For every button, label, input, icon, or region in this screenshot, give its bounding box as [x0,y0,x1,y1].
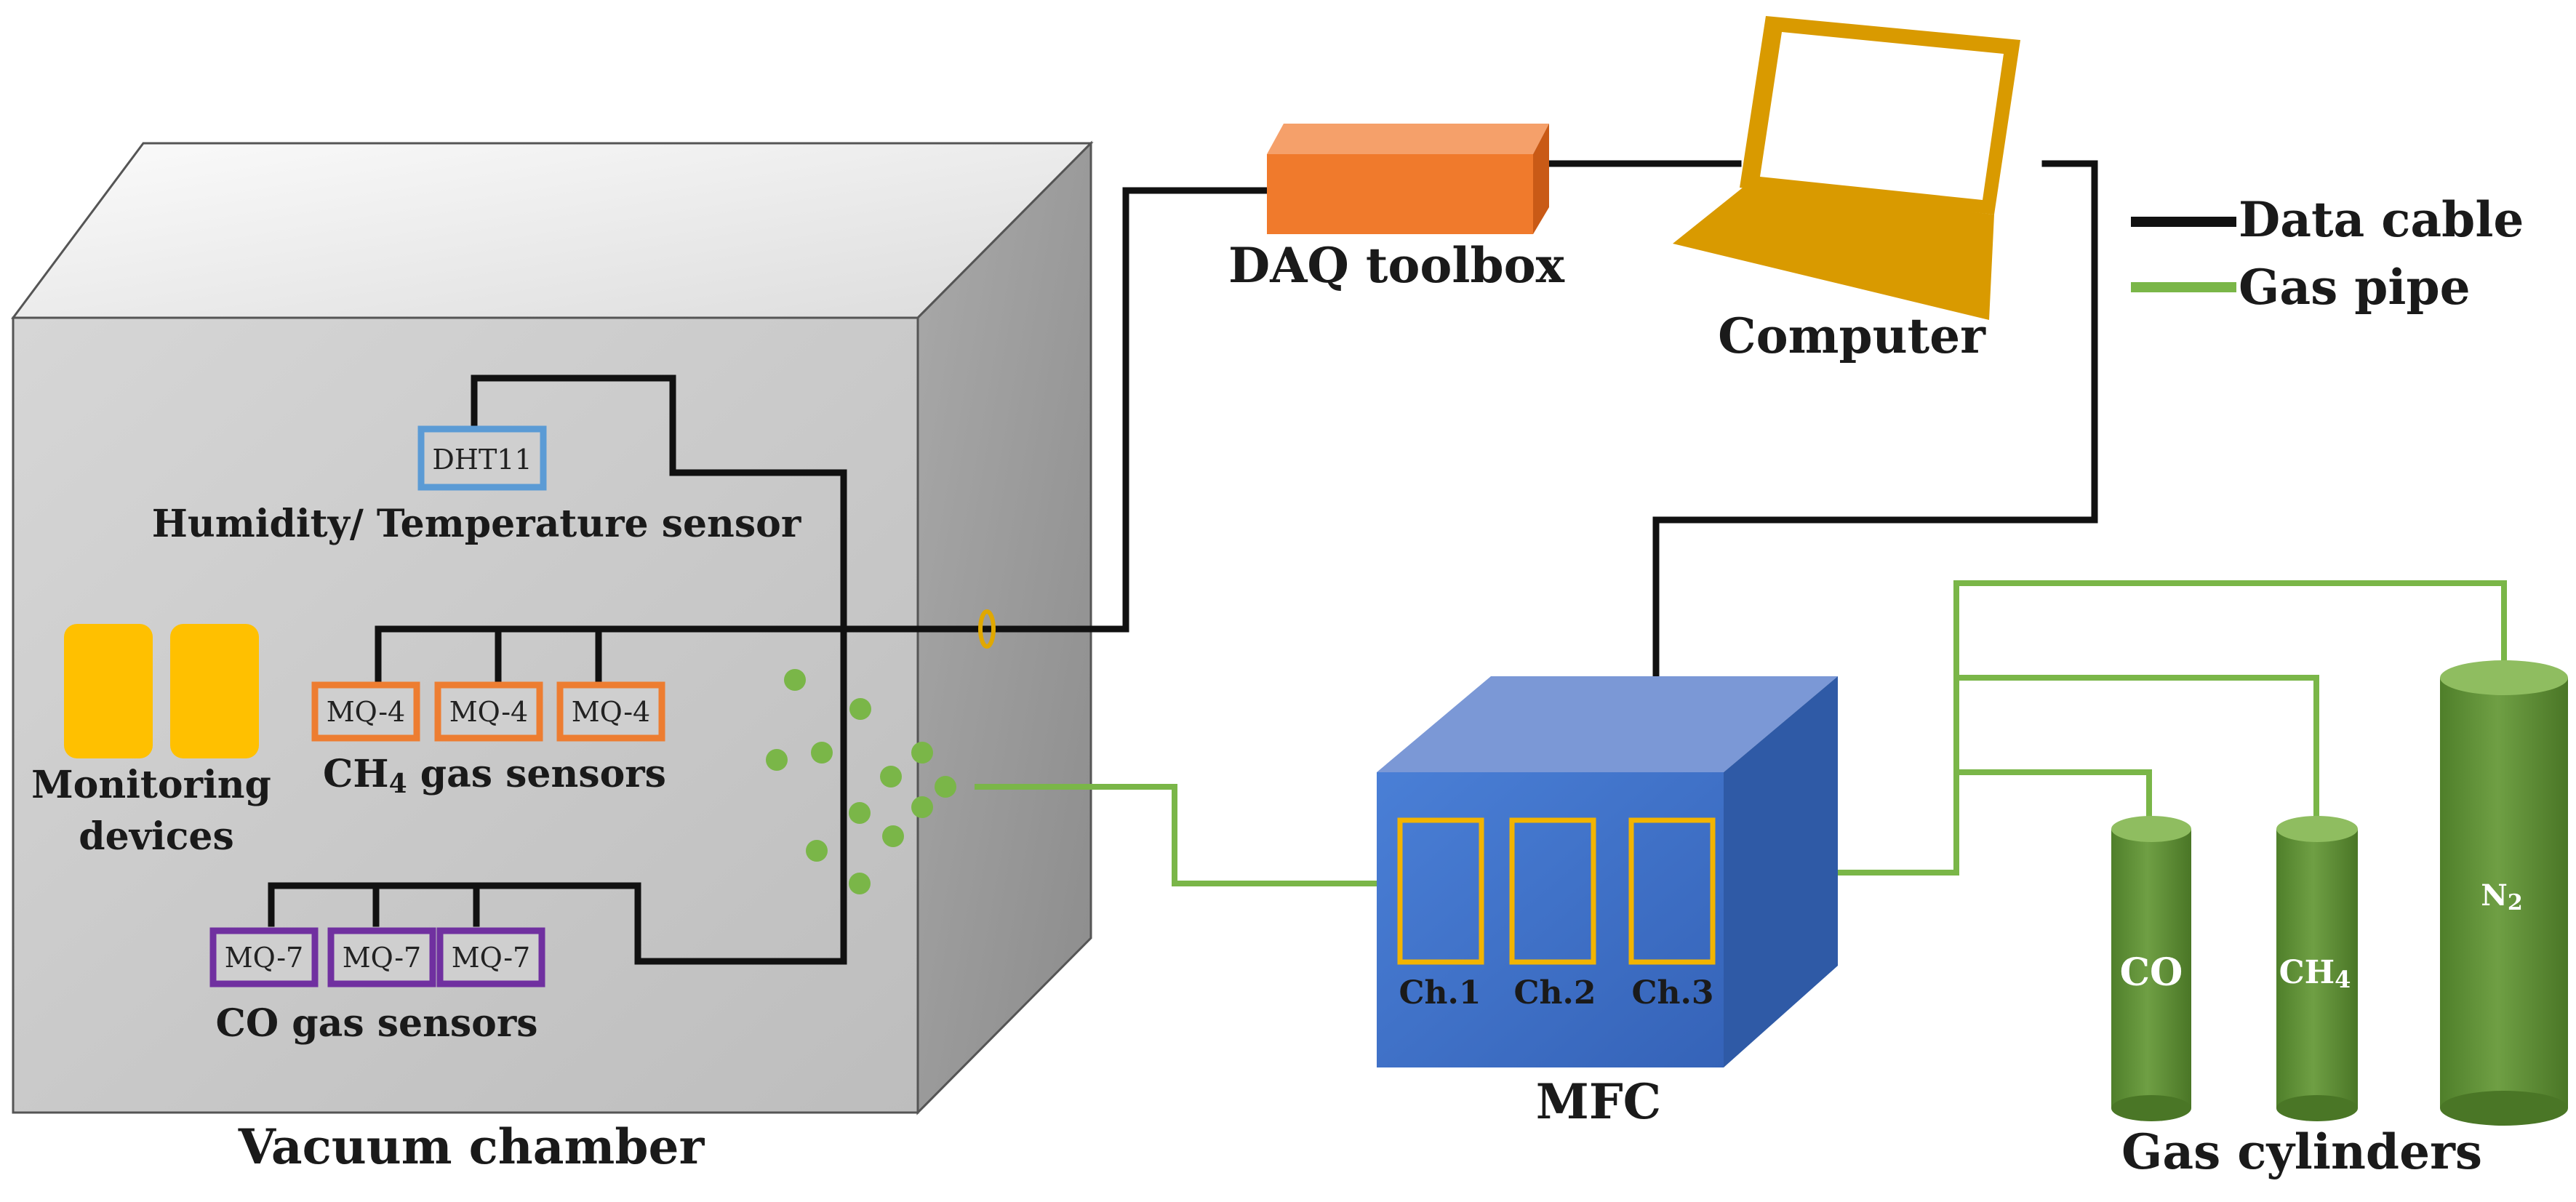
gas-cylinder-co: CO [2111,816,2191,1121]
dht11-cable [268,374,847,965]
ch4-sensors-label: CH4 gas sensors [323,752,666,799]
co-sensors-label: CO gas sensors [215,1001,537,1046]
daq-top-face [1267,124,1549,154]
mfc-unit: Ch.1 Ch.2 Ch.3 [1377,676,1838,1067]
mq4-sensor-group: MQ-4 MQ-4 MQ-4 [311,681,665,742]
dht11-label: DHT11 [432,444,532,476]
legend: Data cable Gas pipe [2131,191,2524,316]
svg-text:MQ-7: MQ-7 [452,942,530,974]
monitoring-device-1 [64,624,153,758]
mfc-channel-1-label: Ch.1 [1399,974,1481,1011]
humidity-temperature-label: Humidity/ Temperature sensor [152,502,801,546]
mq4-sensor-1: MQ-4 [311,681,420,742]
daq-front-face [1267,154,1533,234]
chamber-top-face [11,142,1094,319]
laptop-keyboard-base [1673,185,1994,320]
gas-cylinders-label: Gas cylinders [2121,1123,2482,1180]
mfc-front-face [1377,772,1724,1067]
mfc-channel-1-window [1397,817,1484,965]
mq4-sensor-2: MQ-4 [434,681,543,742]
computer-to-mfc-cable [1652,160,2098,680]
legend-data-cable-label: Data cable [2239,191,2524,248]
svg-text:MQ-4: MQ-4 [327,696,405,728]
laptop-screen [1760,32,2004,200]
mq7-sensor-2: MQ-7 [327,927,436,987]
mfc-channel-2-label: Ch.2 [1514,974,1596,1011]
gas-cylinder-ch4: CH4 [2276,816,2358,1121]
mq7-sensor-1: MQ-7 [209,927,319,987]
dht11-sensor: DHT11 [417,425,547,491]
gas-cylinder-n2: N2 [2440,660,2568,1126]
cylinder-ch4-label: CH4 [2279,954,2351,993]
monitoring-device-2 [170,624,259,758]
daq-toolbox-label: DAQ toolbox [1228,237,1565,294]
chamber-to-daq-cable [840,187,1269,633]
svg-text:MQ-4: MQ-4 [449,696,528,728]
mfc-label: MFC [1536,1073,1661,1130]
monitoring-label-line1: Monitoring [31,763,271,807]
pipe-to-co-cylinder [1956,769,2152,829]
vacuum-chamber-label: Vacuum chamber [238,1118,705,1175]
mq7-sensor-3: MQ-7 [436,927,545,987]
monitoring-label-line2: devices [79,814,233,859]
chamber-feedthrough [978,609,996,649]
svg-text:MQ-7: MQ-7 [343,942,421,974]
mq7-sensor-group: MQ-7 MQ-7 MQ-7 [209,927,545,987]
mfc-to-cylinders-pipes [1804,580,2507,876]
daq-toolbox [1267,124,1549,234]
computer-label: Computer [1718,308,1986,364]
legend-gas-pipe-label: Gas pipe [2239,259,2471,316]
mfc-channel-3-label: Ch.3 [1632,974,1714,1011]
mfc-channel-3-window [1628,817,1716,965]
cylinder-co-label: CO [2120,950,2183,995]
svg-text:MQ-7: MQ-7 [225,942,303,974]
cylinder-n2-label: N2 [2481,878,2522,915]
monitoring-devices: Monitoring devices [31,624,271,859]
daq-side-face [1533,124,1549,234]
mfc-outlet-pipe [1804,580,2507,876]
pipe-to-ch4-cylinder [1956,675,2319,829]
gas-dispersion-dots [766,669,956,894]
svg-text:MQ-4: MQ-4 [572,696,650,728]
mfc-top-face [1377,676,1838,772]
mfc-channel-2-window [1509,817,1596,965]
mfc-side-face [1724,676,1838,1067]
chamber-to-mfc-pipe [975,784,1377,886]
mq4-sensor-3: MQ-4 [556,681,665,742]
laptop-computer-icon [1673,16,2020,320]
